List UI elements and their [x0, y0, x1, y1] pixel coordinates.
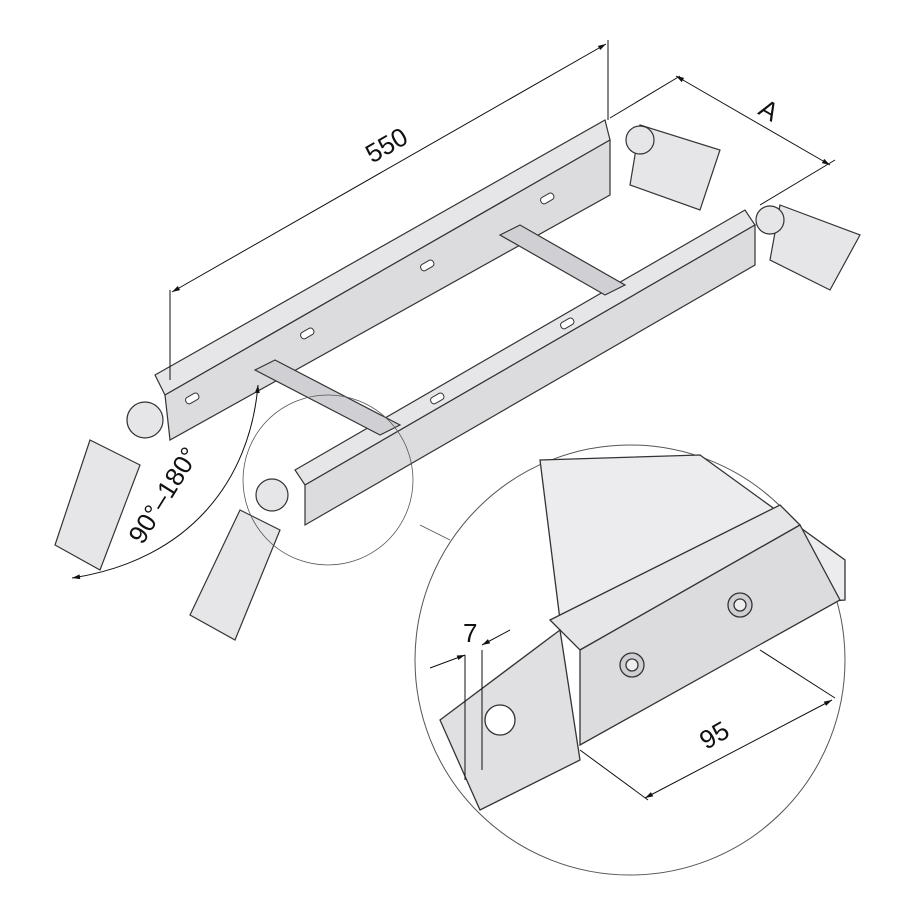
end-plate [189, 509, 281, 641]
dim-slot-label: 7 [463, 618, 478, 648]
dim-A [675, 75, 831, 166]
rung [253, 359, 402, 436]
dim-95 [644, 699, 833, 799]
end-plate [769, 204, 861, 291]
front-rail [294, 209, 756, 486]
dim-angle [71, 384, 260, 580]
rung [498, 224, 627, 296]
end-plate [54, 439, 141, 571]
dim-550 [171, 43, 607, 293]
